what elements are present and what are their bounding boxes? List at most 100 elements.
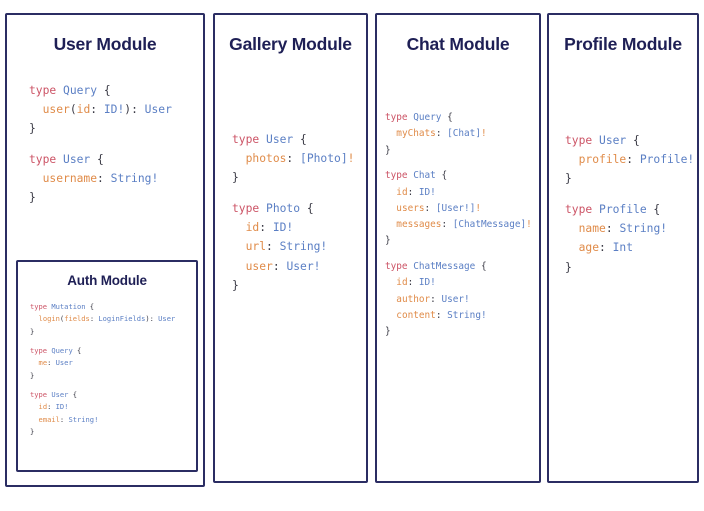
panel-auth-module[interactable]: Auth Module type Mutation { login(fields… [16, 260, 198, 472]
code-token: Photo [266, 201, 301, 215]
code-token: id [76, 103, 91, 117]
code-token: user [245, 259, 273, 273]
code-token: fields [64, 314, 90, 324]
code-token: : [90, 103, 104, 117]
code-line: username: String! [29, 169, 203, 188]
code-line: } [232, 276, 366, 295]
code-token: } [30, 326, 35, 336]
code-token: ID! [418, 277, 436, 289]
code-token: User [599, 134, 627, 147]
code-token: { [293, 133, 307, 146]
code-token [30, 415, 39, 424]
code-token [29, 172, 43, 185]
code-token: age [578, 241, 600, 255]
code-line: login(fields: LoginFields): User [30, 313, 196, 325]
code-token: : [605, 222, 620, 236]
code-token: User! [441, 293, 470, 305]
code-line: name: String! [565, 219, 697, 238]
panel-title-chat-module: Chat Module [406, 34, 510, 54]
code-line: me: User [30, 357, 196, 369]
code-token: messages [396, 219, 442, 231]
code-line: messages: [ChatMessage]! [385, 217, 539, 233]
code-type-definition: type Query { myChats: [Chat]!} [385, 110, 539, 159]
code-token: profile [578, 153, 627, 167]
code-token: Chat [413, 170, 436, 182]
code-block-separator [565, 189, 697, 200]
code-token: String! [447, 310, 487, 322]
code-token: : [59, 414, 69, 424]
code-token: : [441, 219, 453, 231]
code-token: { [90, 152, 104, 166]
panel-title-user-module: User Module [53, 34, 157, 54]
code-token: ): [124, 103, 145, 117]
code-line: } [30, 370, 196, 382]
code-token: type [232, 201, 267, 215]
code-line: type User { [29, 150, 203, 169]
panel-user-module[interactable]: User Module type Query { user(id: ID!): … [5, 13, 205, 487]
code-token: id [396, 186, 408, 198]
code-token: type [565, 134, 600, 147]
code-token [385, 219, 396, 230]
code-token: type [30, 389, 52, 399]
code-token: [User!] [435, 202, 476, 214]
code-token: { [475, 261, 487, 273]
code-line: profile: Profile! [565, 150, 697, 169]
code-line: } [565, 258, 697, 277]
code-token: User [51, 389, 69, 399]
code-token: ! [347, 152, 355, 166]
code-token: } [232, 171, 239, 185]
code-block-separator [385, 159, 539, 168]
code-token: type [232, 133, 267, 146]
code-line: type User { [30, 389, 196, 401]
panel-gallery-module[interactable]: Gallery Module type User { photos: [Phot… [213, 13, 368, 483]
code-token: : [272, 259, 287, 273]
code-block-separator [385, 250, 539, 259]
code-token: { [68, 389, 77, 399]
code-token: : [266, 240, 280, 254]
code-token: User [158, 314, 176, 324]
code-block-gallery-module: type User { photos: [Photo]!}type Photo … [232, 130, 366, 295]
code-token: id [245, 221, 260, 235]
code-token: : [626, 153, 640, 167]
code-token: { [85, 302, 95, 311]
code-line: id: ID! [385, 185, 539, 201]
code-line: } [385, 324, 539, 340]
code-block-separator [232, 188, 366, 199]
code-token: type [385, 112, 414, 123]
panel-chat-module[interactable]: Chat Module type Query { myChats: [Chat]… [375, 13, 541, 483]
code-token: ChatMessage [413, 261, 476, 273]
code-token: User [63, 152, 91, 166]
code-token [565, 241, 579, 254]
code-token: photos [245, 152, 287, 166]
code-type-definition: type Query { me: User} [30, 345, 196, 382]
code-token: { [97, 84, 111, 97]
code-token: Query [51, 345, 73, 355]
code-token [30, 314, 39, 323]
code-block-separator [29, 139, 203, 150]
code-token: ID! [272, 221, 294, 235]
code-token: : [424, 202, 436, 214]
code-line: } [232, 168, 366, 187]
code-line: age: Int [565, 238, 697, 257]
code-line: } [29, 188, 203, 207]
code-token: ): [145, 314, 159, 324]
code-token: type [29, 84, 64, 97]
code-token [30, 358, 39, 367]
code-token: content [396, 310, 436, 322]
panel-title-gallery-module: Gallery Module [229, 34, 352, 54]
code-token: ! [526, 219, 532, 231]
code-token: url [245, 240, 267, 254]
code-token: : [407, 186, 419, 198]
code-line: type User { [565, 131, 697, 150]
code-token: user [42, 103, 70, 117]
code-line: id: ID! [232, 218, 366, 237]
panel-profile-module[interactable]: Profile Module type User { profile: Prof… [547, 13, 699, 483]
code-type-definition: type User { username: String!} [29, 150, 203, 208]
code-token: } [30, 370, 35, 380]
code-token: } [385, 235, 391, 247]
code-line: type Chat { [385, 168, 539, 184]
code-token: String! [110, 172, 159, 186]
code-token [232, 221, 246, 234]
code-line: myChats: [Chat]! [385, 126, 539, 142]
